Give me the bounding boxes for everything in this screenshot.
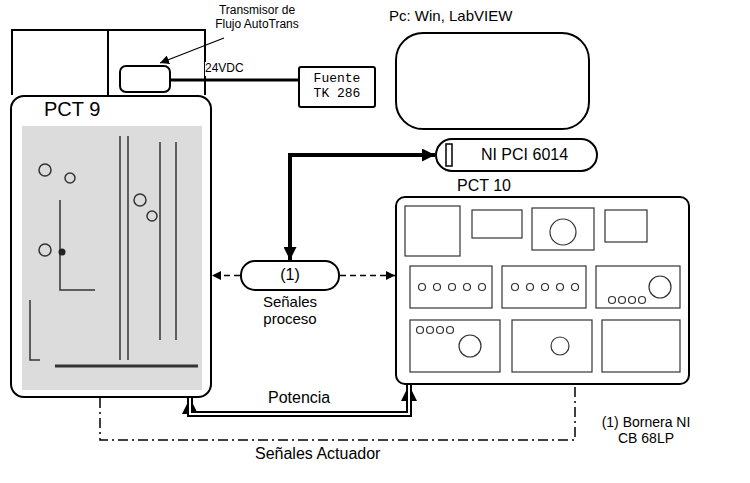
panel-detail [59, 249, 66, 256]
panel-knob [434, 284, 441, 291]
edge-label: Potencia [266, 389, 332, 407]
node-label: (1) [280, 266, 300, 284]
daq-card: NI PCI 6014 [435, 138, 598, 172]
pct9-picture [22, 126, 202, 390]
panel-detail [596, 266, 680, 308]
panel-knob [557, 284, 564, 291]
node-label: NI PCI 6014 [481, 146, 568, 164]
panel-detail [65, 173, 75, 183]
panel-knob [542, 284, 549, 291]
power-line [190, 385, 409, 414]
node-label: Fuente TK 286 [307, 72, 367, 102]
node-label: Pc: Win, LabVIEW [389, 7, 512, 24]
process-signal-arrow [340, 275, 395, 277]
pct10-unit: PCT 10 [395, 196, 690, 385]
panel-knob [437, 327, 444, 334]
panel-detail [532, 208, 594, 250]
actuator-signal-line [100, 385, 575, 440]
panel-detail [410, 266, 492, 308]
node-label: PCT 9 [44, 98, 210, 121]
panel-knob [619, 297, 626, 304]
panel-detail [55, 365, 198, 368]
leader-line [160, 38, 224, 63]
actuator-signal-line [100, 385, 575, 440]
panel-detail [605, 210, 647, 242]
panel-knob [639, 297, 646, 304]
panel-detail [60, 200, 95, 290]
panel-detail [551, 337, 569, 355]
terminal-block: (1) [240, 260, 340, 291]
panel-detail [147, 211, 157, 221]
power-cable [170, 79, 298, 82]
panel-detail [502, 266, 586, 308]
panel-knob [479, 284, 486, 291]
edge-label: Señales Actuador [253, 445, 382, 463]
panel-detail [119, 136, 121, 360]
footnote: (1) Bornera NI CB 68LP [600, 414, 692, 446]
flow-transmitter [120, 66, 170, 92]
panel-detail [405, 206, 460, 256]
data-cable [290, 155, 435, 260]
daq-card-slot [446, 144, 452, 166]
panel-detail [134, 194, 146, 206]
panel-detail [602, 320, 680, 372]
panel-knob [629, 297, 636, 304]
power-line-inner [190, 385, 409, 414]
voltage-label: 24VDC [205, 62, 244, 76]
signal-label: Señales proceso [236, 293, 344, 328]
panel-detail [649, 276, 671, 298]
panel-detail [459, 335, 481, 357]
panel-knob [449, 284, 456, 291]
power-line [190, 385, 409, 414]
panel-detail [417, 284, 646, 334]
pc-monitor: Pc: Win, LabVIEW [395, 32, 590, 130]
process-signal-arrow [212, 275, 240, 277]
node-label: PCT 10 [457, 177, 511, 195]
panel-detail [550, 219, 576, 245]
panel-knob [464, 284, 471, 291]
pct10-panel [405, 206, 680, 372]
process-signal-arrow [212, 275, 240, 276]
panel-knob [609, 297, 616, 304]
panel-detail [410, 320, 500, 372]
pct9-unit: PCT 9 [10, 95, 212, 398]
panel-detail [30, 136, 198, 366]
panel-knob [447, 327, 454, 334]
panel-knob [417, 327, 424, 334]
process-signal-arrow [340, 275, 395, 276]
panel-detail [30, 300, 40, 360]
data-cable [290, 155, 435, 260]
panel-detail [127, 136, 129, 360]
pct9-frame [12, 30, 205, 95]
panel-detail [472, 210, 522, 238]
callout-label: Transmisor de Flujo AutoTrans [208, 4, 306, 32]
panel-detail [22, 126, 202, 390]
panel-knob [427, 327, 434, 334]
power-supply: Fuente TK 286 [298, 66, 376, 108]
panel-detail [39, 244, 51, 256]
panel-detail [175, 142, 177, 340]
panel-knob [572, 284, 579, 291]
panel-knob [419, 284, 426, 291]
panel-detail [512, 320, 592, 372]
panel-knob [527, 284, 534, 291]
panel-detail [39, 164, 51, 176]
panel-detail [159, 142, 161, 340]
panel-knob [512, 284, 519, 291]
